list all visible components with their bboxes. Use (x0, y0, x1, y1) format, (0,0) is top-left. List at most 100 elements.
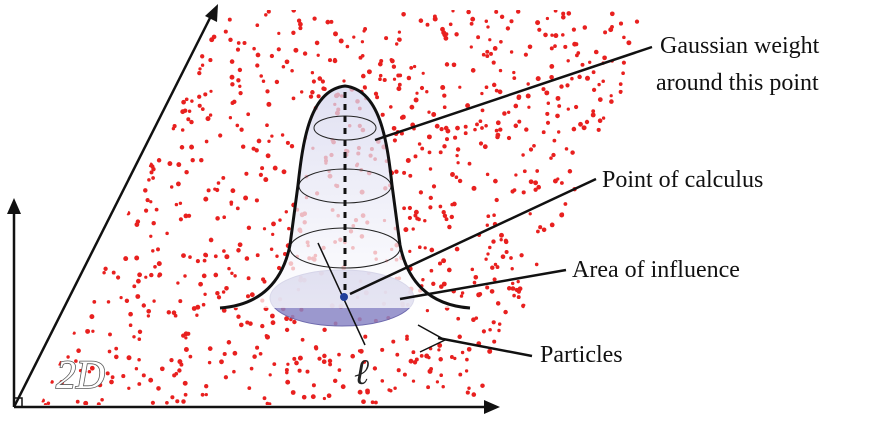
particle (533, 187, 538, 192)
particle (289, 144, 295, 149)
particle (316, 94, 321, 99)
particle (454, 175, 459, 179)
particle (151, 249, 155, 253)
particle (145, 198, 150, 203)
particle (137, 272, 142, 278)
particle (528, 179, 534, 185)
particle (137, 382, 142, 386)
particle (426, 134, 432, 140)
particle (402, 206, 406, 211)
particle (265, 401, 270, 405)
particle (480, 383, 485, 388)
particle (308, 94, 314, 99)
particle (357, 389, 363, 395)
particle (363, 86, 367, 90)
particle (175, 399, 180, 404)
particle (251, 146, 256, 151)
particle (302, 51, 308, 56)
particle (397, 37, 401, 42)
particle (370, 400, 375, 405)
particle (165, 231, 169, 236)
particle (626, 40, 632, 46)
particle (407, 205, 413, 211)
particle (358, 55, 363, 60)
particle (373, 400, 378, 405)
particle (443, 125, 449, 131)
particle (437, 348, 441, 352)
particle (255, 52, 261, 58)
particle (471, 185, 477, 191)
particle (406, 75, 412, 81)
particle (489, 51, 493, 56)
particle (284, 210, 288, 214)
particle (497, 328, 501, 333)
particle (102, 270, 106, 275)
particle (222, 351, 227, 357)
particle (511, 286, 516, 291)
particle (434, 123, 440, 129)
particle (146, 314, 151, 318)
particle (495, 120, 501, 126)
particle (134, 222, 140, 227)
particle (499, 14, 505, 19)
particle (333, 31, 338, 37)
particle (570, 150, 575, 155)
particle (46, 401, 51, 405)
particle (488, 245, 492, 250)
particle (494, 128, 499, 133)
particle (291, 96, 296, 101)
particle (510, 189, 515, 194)
particle (423, 246, 427, 250)
particle (146, 308, 152, 314)
particle (411, 227, 415, 231)
particle (621, 71, 625, 76)
particle (575, 53, 579, 58)
particle (230, 101, 235, 105)
label-point-of-calculus: Point of calculus (602, 167, 763, 193)
particle (403, 227, 409, 233)
particle (229, 200, 234, 205)
particle (380, 112, 385, 117)
particle (135, 294, 141, 299)
particle (236, 314, 241, 319)
particle (512, 70, 516, 75)
particle (314, 346, 319, 351)
particle (402, 170, 407, 175)
particle (294, 360, 299, 366)
particle (621, 60, 626, 65)
particle (153, 264, 157, 269)
particle (188, 255, 192, 259)
particle (270, 313, 275, 319)
particle (195, 304, 201, 310)
particle (114, 354, 119, 360)
particle (425, 308, 430, 313)
particle (208, 58, 213, 63)
particle (491, 60, 496, 65)
particle (503, 239, 509, 245)
particle (419, 85, 425, 91)
particle (206, 188, 211, 193)
particle (327, 358, 333, 364)
particle (535, 20, 541, 26)
particle (446, 267, 452, 273)
particle (298, 26, 303, 31)
particle (284, 59, 290, 65)
particle (252, 46, 256, 51)
particle (453, 356, 457, 361)
particle (280, 133, 285, 137)
particle (449, 355, 454, 359)
particle (226, 340, 232, 345)
particle (272, 362, 277, 366)
particle (128, 323, 133, 328)
particle (405, 337, 409, 341)
particle (262, 279, 267, 284)
particle (557, 104, 562, 108)
particle (259, 74, 263, 78)
particle (510, 267, 514, 271)
particle (397, 30, 402, 34)
particle (553, 44, 557, 48)
particle (545, 120, 551, 125)
particle (204, 392, 208, 397)
particle (512, 76, 517, 80)
particle (180, 109, 186, 115)
